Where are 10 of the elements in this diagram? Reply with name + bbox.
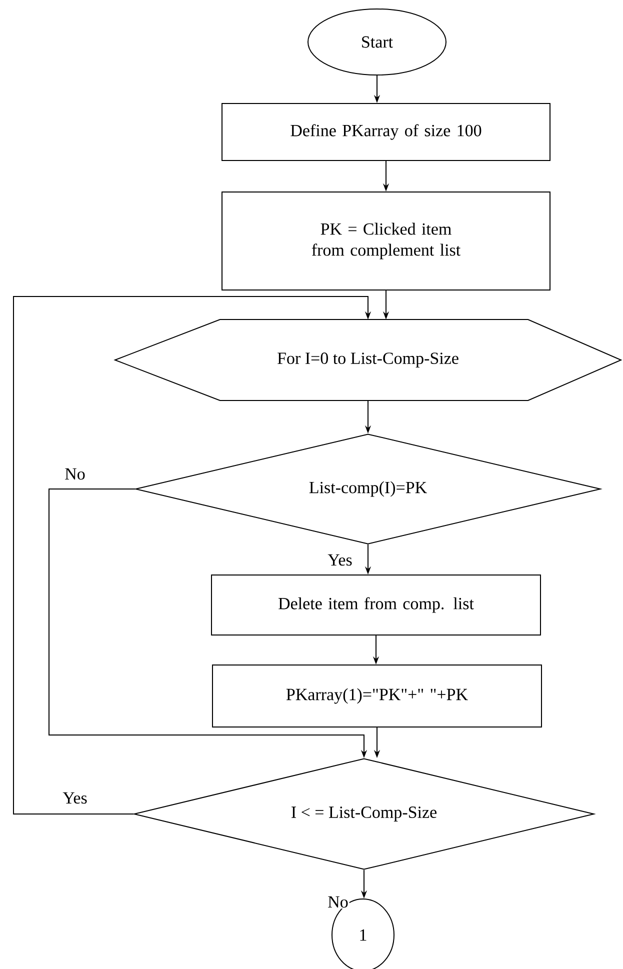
start-oval: Start (308, 8, 446, 76)
process-box: PKarray(1)="PK"+" "+PK (212, 664, 542, 728)
arrow (13, 296, 372, 814)
process-box: Define PKarray of size 100 (222, 103, 550, 161)
process-box: PK = Clicked item from complement list (222, 192, 550, 290)
edge-label: Yes (62, 791, 88, 805)
edge-label: No (326, 895, 350, 909)
edge-label: No (64, 467, 86, 481)
edge-label: Yes (326, 553, 354, 567)
process-box: Delete item from comp. list (211, 574, 541, 636)
